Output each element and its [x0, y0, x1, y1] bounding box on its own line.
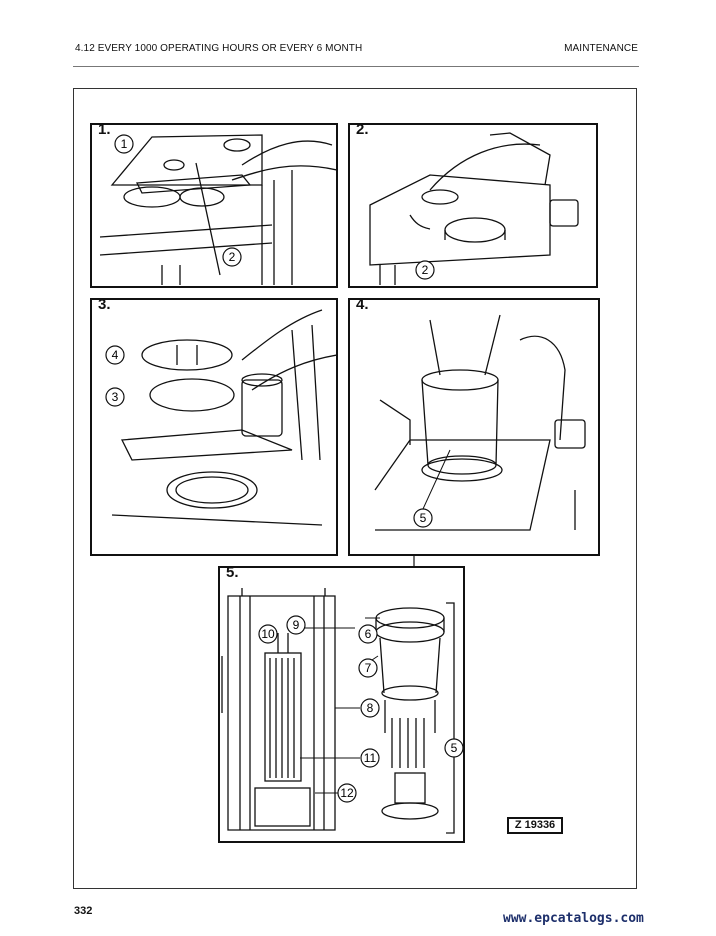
panel-1-callout-1: 1 — [121, 137, 128, 151]
panel-2-label: 2. — [354, 123, 371, 138]
panel-5-callout-8: 8 — [367, 701, 374, 715]
panel-5-callout-10-circle — [258, 624, 278, 644]
panel-5-callout-12: 12 — [340, 786, 354, 800]
panel-4-callout-5: 5 — [420, 511, 427, 525]
panel-4-illustration: 5 — [374, 314, 586, 531]
panel-3-label: 3. — [96, 298, 113, 313]
panel-3-callout-3: 3 — [112, 390, 119, 404]
panel-5-callout-5: 5 — [451, 741, 458, 755]
panel-4: 5 4. — [348, 298, 600, 556]
panel-5-label: 5. — [224, 566, 241, 581]
panel-5-callout-12-circle — [337, 783, 357, 803]
panel-5-callout-10: 10 — [261, 627, 275, 641]
panel-5-illustration: 10 9 6 7 8 11 5 12 — [221, 588, 463, 834]
panel-1-illustration: 1 2 — [99, 134, 336, 285]
page-number: 332 — [74, 905, 93, 917]
panel-2-callout-2: 2 — [422, 263, 429, 277]
panel-5-callout-7-circle — [358, 658, 378, 678]
panel-3-illustration: 4 3 — [105, 309, 336, 526]
panel-2-callout-2-circle — [415, 260, 435, 280]
panel-1-callout-2-circle — [222, 247, 242, 267]
panel-5-callout-6: 6 — [365, 627, 372, 641]
panel-5-callout-9-circle — [286, 615, 306, 635]
watermark-link[interactable]: www.epcatalogs.com — [503, 911, 644, 926]
panel-5-callout-7: 7 — [365, 661, 372, 675]
panel-5-callout-9: 9 — [293, 618, 300, 632]
figure-reference: Z 19336 — [507, 817, 563, 834]
panel-1: 1 2 1. — [90, 123, 338, 288]
panel-5-callout-5-circle — [444, 738, 463, 758]
panel-5-callout-8-circle — [360, 698, 380, 718]
panel-3-callout-4-circle — [105, 345, 125, 365]
panel-3: 4 3 3. — [90, 298, 338, 556]
header-section-title: 4.12 EVERY 1000 OPERATING HOURS OR EVERY… — [75, 43, 363, 54]
header-chapter: MAINTENANCE — [564, 43, 638, 54]
panel-1-label: 1. — [96, 123, 113, 138]
panel-1-callout-2: 2 — [229, 250, 236, 264]
panel-2-illustration: 2 — [369, 132, 579, 285]
panel-3-callout-4: 4 — [112, 348, 119, 362]
panel-1-callout-1-circle — [114, 134, 134, 154]
header-rule — [73, 66, 639, 67]
panel-4-label: 4. — [354, 298, 371, 313]
panel-5: 10 9 6 7 8 11 5 12 5. — [218, 566, 465, 843]
figure-frame — [73, 88, 637, 889]
panel-5-callout-11: 11 — [364, 751, 377, 765]
panel-5-callout-11-circle — [360, 748, 380, 768]
panel-3-callout-3-circle — [105, 387, 125, 407]
panel-2: 2 2. — [348, 123, 598, 288]
panel-5-callout-6-circle — [358, 624, 378, 644]
